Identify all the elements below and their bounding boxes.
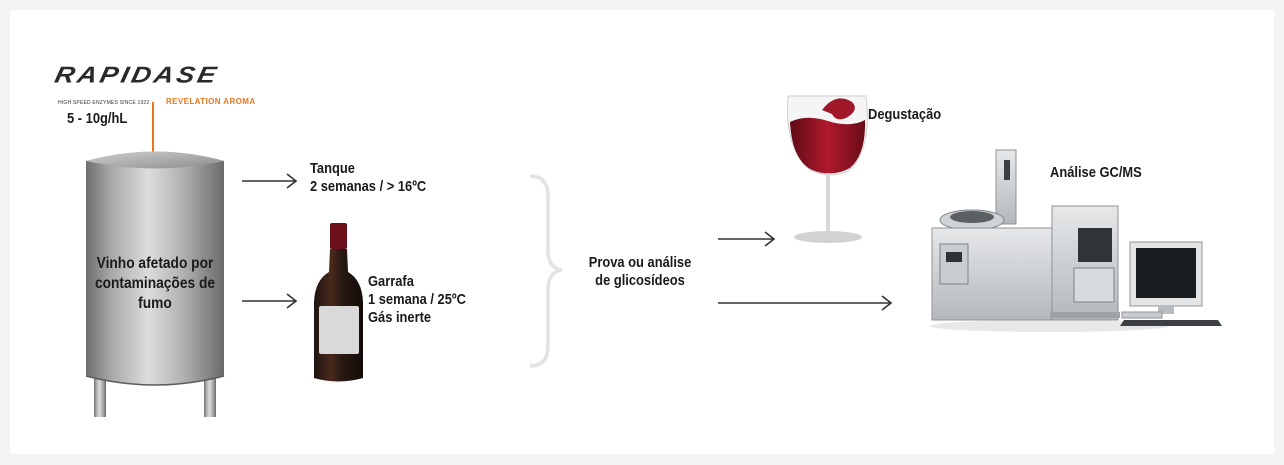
analysis-step-line: Prova ou análise	[588, 254, 692, 271]
computer-monitor-icon	[1120, 241, 1222, 326]
tank-label-line: Vinho afetado por	[96, 255, 214, 272]
bottle-step-conditions: 1 semana / 25ºC	[368, 291, 466, 308]
tank-label-line: contaminações de	[94, 275, 216, 292]
logo-sub-brand: REVELATION AROMA	[166, 97, 256, 106]
tank-step-conditions: 2 semanas / > 16ºC	[310, 178, 427, 195]
gc-ms-instrument-icon	[930, 149, 1170, 332]
arrow-right-icon	[242, 173, 298, 189]
diagram-graphics	[85, 95, 1222, 417]
steel-tank	[85, 151, 225, 417]
tank-step-title: Tanque	[310, 160, 355, 177]
tank-label-line: fumo	[138, 295, 172, 312]
bottle-step-label: Garrafa 1 semana / 25ºC Gás inerte	[368, 273, 466, 327]
logo-tagline: HIGH SPEED ENZYMES SINCE 1922	[58, 100, 150, 106]
curly-brace-icon	[529, 174, 563, 368]
arrow-right-icon	[242, 293, 298, 309]
dose-label: 5 - 10g/hL	[67, 110, 128, 127]
arrow-right-icon	[718, 231, 776, 247]
analysis-step-line: de glicosídeos	[595, 272, 685, 289]
diagram-canvas: RAPIDASE HIGH SPEED ENZYMES SINCE 1922 R…	[10, 10, 1274, 454]
tank-step-label: Tanque 2 semanas / > 16ºC	[310, 160, 426, 196]
wine-bottle-icon	[314, 223, 363, 382]
arrow-right-icon	[718, 295, 893, 311]
bottle-step-gas: Gás inerte	[368, 309, 432, 326]
gcms-label: Análise GC/MS	[1050, 164, 1142, 181]
tasting-label: Degustação	[868, 106, 942, 123]
analysis-step-label: Prova ou análise de glicosídeos	[587, 254, 694, 290]
wine-glass-icon	[787, 95, 868, 243]
rapidase-logo: RAPIDASE	[52, 62, 222, 88]
tank-label: Vinho afetado por contaminações de fumo	[95, 254, 215, 314]
bottle-step-title: Garrafa	[368, 273, 414, 290]
